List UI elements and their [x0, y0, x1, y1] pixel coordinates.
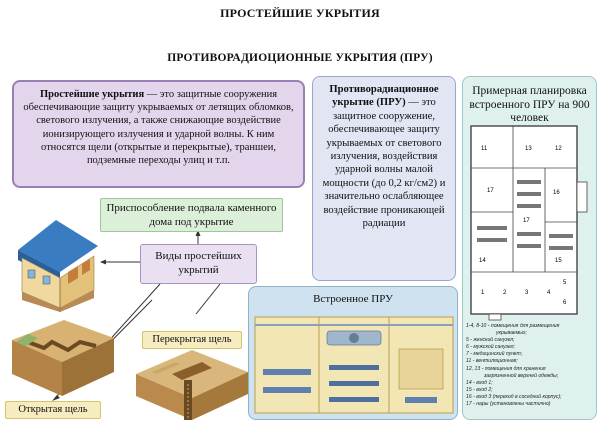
plan-room-12: 12: [555, 146, 562, 152]
plan-room-6: 6: [563, 300, 567, 306]
plan-room-13: 13: [525, 146, 532, 152]
shelter-kinds-label: Виды простейших укрытий: [140, 244, 257, 284]
open-trench-label: Открытая щель: [5, 401, 101, 419]
legend-line: 6 - мужской санузел;: [466, 344, 515, 351]
simple-shelters-term: Простейшие укрытия: [39, 89, 145, 100]
legend-line: 5 - женский санузел;: [466, 337, 515, 344]
legend-line: 14 - вход 1;: [466, 379, 493, 386]
plan-room-4: 4: [547, 290, 551, 296]
page-subtitle: ПРОТИВОРАДИОЦИОННЫЕ УКРЫТИЯ (ПРУ): [167, 52, 433, 64]
pru-text: — это защитное сооружение, обеспечивающе…: [322, 97, 446, 230]
plan-room-16: 16: [553, 190, 560, 196]
open-trench-illustration: [12, 320, 114, 396]
house-basement-illustration: [18, 220, 98, 312]
plan-room-11: 11: [481, 146, 488, 152]
builtin-pru-panel: Встроенное ПРУ: [248, 286, 458, 420]
legend-line: 12, 13 - помещения для хранения: [466, 365, 546, 372]
builtin-pru-illustration: [254, 316, 454, 414]
page-title: ПРОСТЕЙШИЕ УКРЫТИЯ: [220, 6, 380, 20]
legend-line: 11 - вентиляционная;: [466, 358, 518, 365]
pru-term: Противорадиационное укрытие (ПРУ): [329, 84, 439, 109]
plan-room-2: 2: [503, 290, 507, 296]
simple-shelters-text: — это защитные сооружения обеспечивающие…: [23, 89, 294, 167]
legend-line: 16 - вход 3 (переход в соседний корпус);: [466, 393, 562, 400]
legend-line: укрываемых;: [496, 330, 527, 337]
legend-line: 1-4, 8-10 - помещения для размещения: [466, 323, 560, 329]
plan-room-17b: 17: [523, 218, 530, 224]
plan-room-5: 5: [563, 280, 567, 286]
covered-trench-illustration: [136, 350, 248, 420]
legend-line: загрязненной верхней одежды;: [484, 372, 559, 379]
plan-room-15: 15: [555, 258, 562, 264]
plan-room-14: 14: [479, 258, 486, 264]
plan-room-1: 1: [481, 290, 485, 296]
legend-line: 17 - нары (установлены частично): [466, 401, 551, 408]
plan-room-17a: 17: [487, 188, 494, 194]
legend-line: 7 - медицинский пункт;: [466, 351, 523, 358]
pru-definition: Противорадиационное укрытие (ПРУ) — это …: [312, 76, 456, 281]
builtin-pru-label: Встроенное ПРУ: [313, 293, 393, 305]
covered-trench-label: Перекрытая щель: [142, 331, 242, 349]
floor-plan-drawing: 11 13 12 17 16 17 14 15 1 2 3 4 5 6: [470, 125, 588, 321]
simple-shelters-definition: Простейшие укрытия — это защитные сооруж…: [12, 80, 305, 188]
floor-plan-title: Примерная планировка встроенного ПРУ на …: [469, 85, 590, 124]
plan-room-3: 3: [525, 290, 529, 296]
legend-line: 15 - вход 2;: [466, 386, 493, 393]
basement-adaptation-label: Приспособление подвала каменного дома по…: [100, 198, 283, 232]
floor-plan-legend: 1-4, 8-10 - помещения для размещения укр…: [466, 323, 596, 408]
